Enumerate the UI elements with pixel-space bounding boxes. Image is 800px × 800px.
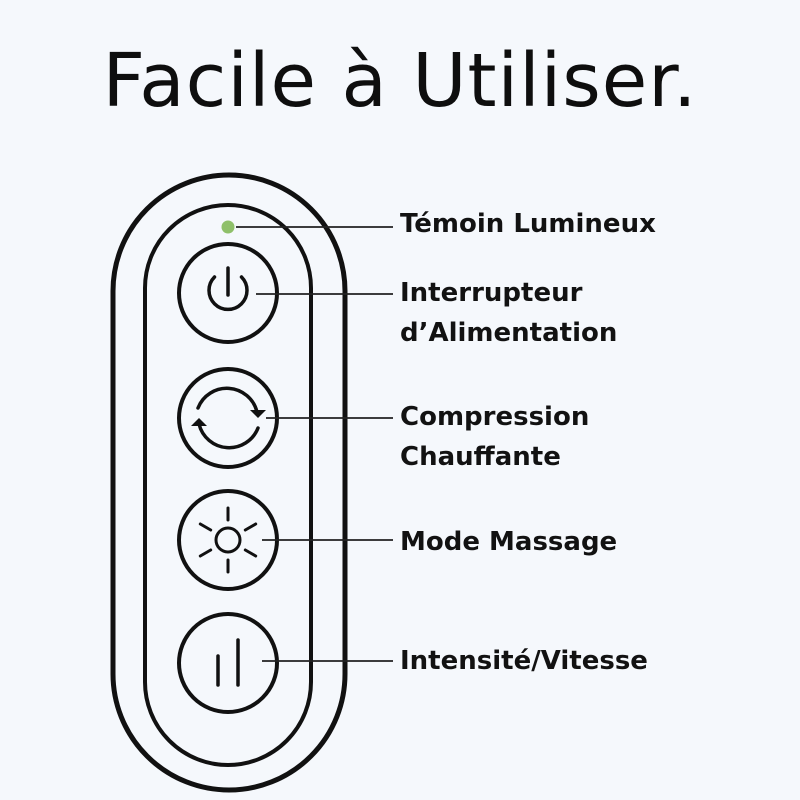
label-compression-line-1: Compression [400,402,590,432]
indicator-light [221,220,235,234]
label-massage-line-1: Mode Massage [400,527,618,557]
intensity-button[interactable] [177,612,279,714]
label-indicator: Témoin Lumineux [400,204,656,244]
compression-button[interactable] [177,367,279,469]
pause-bars-icon [216,638,240,687]
remote-outer-shell [110,172,348,793]
label-power-line-2: d’Alimentation [400,318,618,348]
label-indicator-line-1: Témoin Lumineux [400,209,656,239]
label-intensity-line-1: Intensité/Vitesse [400,646,648,676]
page-title: Facile à Utiliser. [102,38,698,124]
label-massage: Mode Massage [400,522,617,562]
sun-icon [198,506,258,574]
label-power: Interrupteur d’Alimentation [400,273,617,353]
power-button[interactable] [177,242,279,344]
label-intensity: Intensité/Vitesse [400,641,648,681]
label-compression-line-2: Chauffante [400,442,561,472]
cycle-arrows-icon [191,386,266,450]
label-power-line-1: Interrupteur [400,278,583,308]
power-icon [207,266,249,312]
label-compression: Compression Chauffante [400,397,589,477]
remote-inner-shell [143,203,313,767]
